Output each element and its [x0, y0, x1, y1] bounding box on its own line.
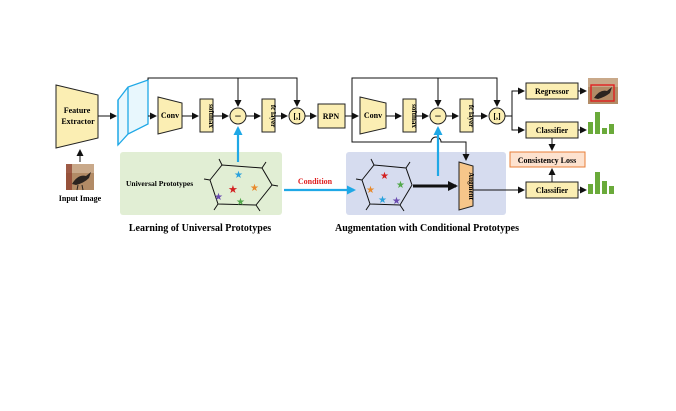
caption-universal-prototypes: Learning of Universal Prototypes: [129, 223, 271, 234]
star-icon: ★: [250, 183, 259, 194]
conditional-prototypes-panel: [346, 152, 506, 215]
input-image-label: Input Image: [59, 194, 102, 203]
conv-2-label: Conv: [364, 111, 382, 120]
conv-1-block: [157, 96, 183, 135]
prototype-polygon-right: [355, 158, 413, 212]
star-icon: ★: [392, 196, 401, 207]
star-icon: ★: [234, 170, 243, 181]
universal-prototypes-panel: [120, 152, 282, 215]
conv-1-label: Conv: [161, 111, 179, 120]
concat-2-symbol: [,]: [493, 112, 501, 121]
augment-label: Augment: [467, 172, 475, 200]
feature-map: [117, 79, 149, 147]
condition-label: Condition: [298, 177, 333, 186]
star-icon: ★: [380, 171, 389, 182]
feature-extractor-block: [55, 84, 99, 149]
skip-1-to-concat: [238, 77, 301, 107]
classifier-bottom-label: Classifier: [536, 186, 569, 195]
regressor-label: Regressor: [535, 87, 570, 96]
star-icon: ★: [366, 185, 375, 196]
skip-2-to-subtract: [351, 77, 442, 116]
caption-conditional-prototypes: Augmentation with Conditional Prototypes: [335, 223, 519, 234]
augment-block: [458, 161, 474, 211]
star-icon: ★: [396, 180, 405, 191]
feature-to-augment-line: [351, 116, 470, 161]
consistency-loss-label: Consistency Loss: [518, 156, 576, 165]
fc-layer-2-label: fc layer: [467, 105, 475, 127]
bar-chart-icon: [588, 172, 614, 194]
bird-detection-icon: [588, 78, 618, 104]
prototype-polygon-left: [203, 158, 279, 212]
star-icon: ★: [228, 183, 238, 196]
conv-2-block: [359, 96, 387, 135]
skip-2-to-concat: [438, 77, 501, 107]
rpn-block: [317, 103, 346, 129]
star-icon: ★: [378, 195, 387, 206]
subtract-2-symbol: −: [435, 109, 442, 123]
star-icon: ★: [236, 197, 245, 208]
fc-layer-1-label: fc layer: [269, 105, 277, 127]
bird-photo-icon: [66, 164, 94, 191]
star-icon: ★: [214, 192, 223, 203]
universal-prototypes-label: Universal Prototypes: [126, 179, 193, 188]
consistency-loss-block: [509, 151, 586, 168]
rpn-label: RPN: [323, 112, 340, 121]
skip-1-to-subtract: [147, 77, 242, 107]
classifier-top-label: Classifier: [536, 126, 569, 135]
softmax-1-label: softmax: [207, 104, 215, 128]
subtract-1-symbol: −: [235, 109, 242, 123]
concat-1-symbol: [,]: [293, 112, 301, 121]
bar-chart-icon: [588, 112, 614, 134]
feature-extractor-label: Feature Extractor: [61, 106, 95, 126]
softmax-2-label: softmax: [410, 104, 418, 128]
